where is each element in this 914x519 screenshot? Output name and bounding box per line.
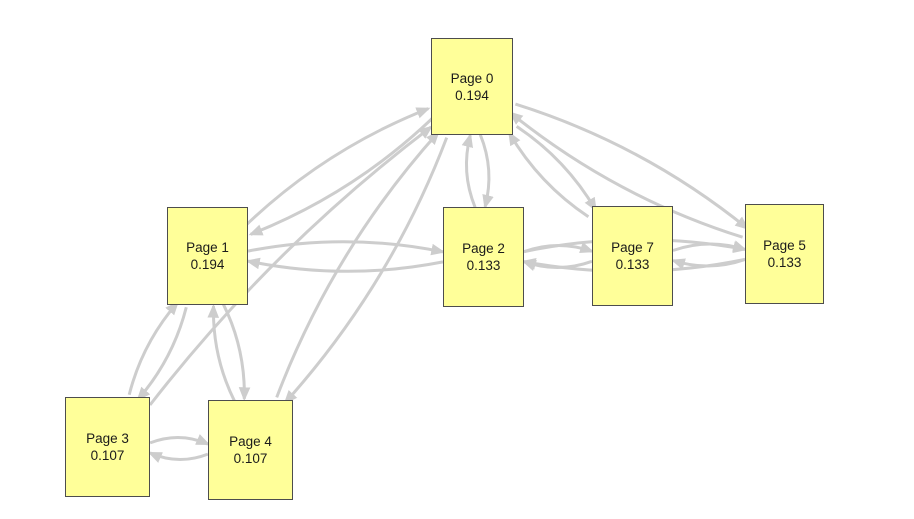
edge-arrow-7-to-0 xyxy=(508,131,590,218)
edge-arrow-3-to-4 xyxy=(149,434,211,446)
edge-arrow-4-to-1 xyxy=(207,303,236,402)
node-label: Page 4 xyxy=(229,434,272,449)
edge-arrow-1-to-0 xyxy=(244,107,431,227)
edge-arrow-3-to-0 xyxy=(148,125,433,406)
edge-arrow-2-to-0 xyxy=(461,133,477,208)
edge-arrow-0-to-4 xyxy=(283,137,449,405)
node-page-5[interactable]: Page 5 0.133 xyxy=(745,204,824,304)
node-label: Page 3 xyxy=(86,431,129,446)
node-pagerank-value: 0.194 xyxy=(455,87,489,103)
node-page-3[interactable]: Page 3 0.107 xyxy=(65,397,150,497)
node-label: Page 2 xyxy=(462,241,505,256)
node-label: Page 7 xyxy=(611,240,654,255)
node-page-4[interactable]: Page 4 0.107 xyxy=(208,400,293,500)
edge-arrow-3-to-1 xyxy=(127,300,179,396)
edge-arrow-1-to-2 xyxy=(247,240,446,256)
edge-arrow-1-to-3 xyxy=(136,306,188,402)
node-label: Page 0 xyxy=(450,70,494,86)
edge-arrow-0-to-1 xyxy=(248,115,435,236)
edge-arrow-0-to-5 xyxy=(514,102,750,230)
node-pagerank-value: 0.194 xyxy=(190,257,225,272)
node-label: Page 5 xyxy=(763,238,806,253)
edge-arrow-0-to-2 xyxy=(478,134,494,209)
node-page-0[interactable]: Page 0 0.194 xyxy=(431,38,513,135)
edge-arrow-1-to-4 xyxy=(221,303,251,402)
edge-arrow-4-to-0 xyxy=(275,130,440,398)
node-pagerank-value: 0.133 xyxy=(466,258,501,273)
node-page-1[interactable]: Page 1 0.194 xyxy=(167,207,248,305)
edge-arrow-4-to-3 xyxy=(147,451,209,463)
edge-arrow-0-to-7 xyxy=(515,125,597,212)
edge-arrow-5-to-0 xyxy=(508,111,744,239)
node-page-2[interactable]: Page 2 0.133 xyxy=(443,207,524,307)
node-page-7[interactable]: Page 7 0.133 xyxy=(592,206,673,306)
node-label: Page 1 xyxy=(186,240,229,255)
node-pagerank-value: 0.133 xyxy=(767,255,802,270)
edge-arrow-2-to-1 xyxy=(245,257,444,273)
node-pagerank-value: 0.133 xyxy=(615,257,650,272)
node-pagerank-value: 0.107 xyxy=(233,451,268,466)
node-pagerank-value: 0.107 xyxy=(90,448,125,463)
